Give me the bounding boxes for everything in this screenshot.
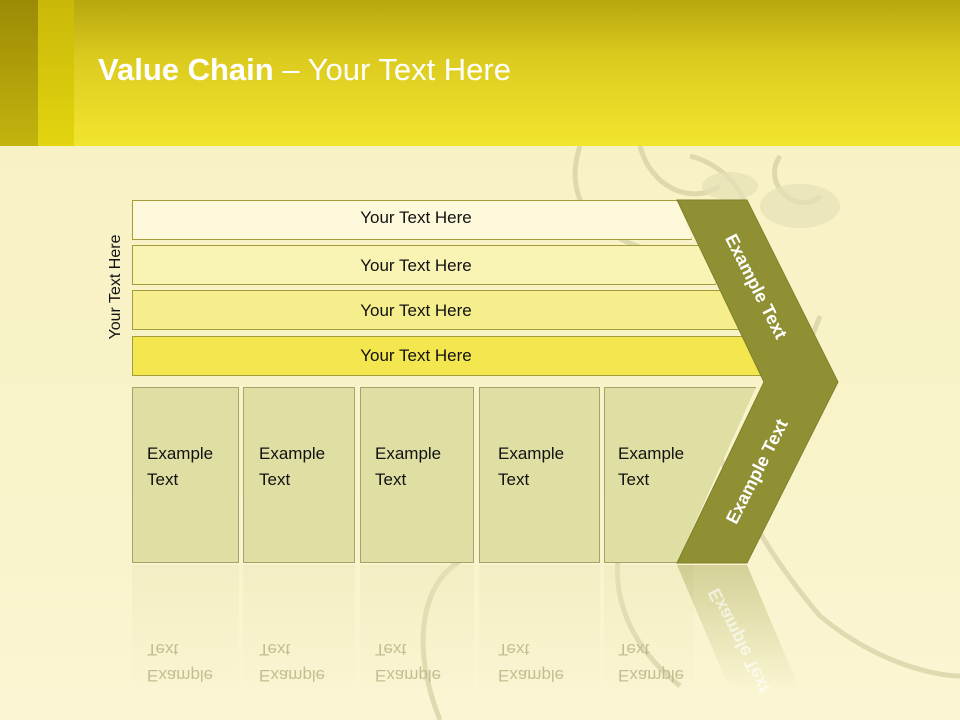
slide-title-rest: – Your Text Here <box>273 52 511 87</box>
value-bar <box>132 200 692 240</box>
activity-box-label-line: Example <box>147 444 214 463</box>
chevron-reflection <box>677 565 800 690</box>
activity-box-label-line: Example <box>375 444 442 463</box>
activity-box-reflection <box>132 565 239 695</box>
activity-box <box>132 387 239 563</box>
activity-box-label-line: Text <box>498 470 530 489</box>
activity-box-label-line: Text <box>375 470 407 489</box>
activity-box-label-line: Example <box>259 444 326 463</box>
activity-box-reflection <box>243 565 355 695</box>
activity-box-label-line: Example <box>498 444 565 463</box>
activity-box-reflection <box>604 565 694 695</box>
activity-box <box>360 387 474 563</box>
title-bar: Value Chain – Your Text Here <box>0 0 960 146</box>
slide-title-bold: Value Chain <box>98 52 274 87</box>
value-bar <box>132 290 739 330</box>
activity-box-reflection <box>360 565 474 695</box>
activity-box-label-line: Text <box>259 470 291 489</box>
activity-box-reflection <box>479 565 600 695</box>
value-bar <box>132 245 716 285</box>
value-bar-label: Your Text Here <box>360 346 472 365</box>
slide-title: Value Chain – Your Text Here <box>98 52 511 88</box>
activity-box-label-line: Text <box>147 470 179 489</box>
chevron-shape <box>676 199 839 564</box>
value-bar <box>132 336 763 376</box>
value-bar-label: Your Text Here <box>360 301 472 320</box>
activity-box-label-line: Example <box>618 444 685 463</box>
activity-box <box>479 387 600 563</box>
activity-box <box>243 387 355 563</box>
value-bar-label: Your Text Here <box>360 208 472 227</box>
title-accent-stripe <box>38 0 74 146</box>
activity-box-label-line: Text <box>618 470 650 489</box>
value-bar-label: Your Text Here <box>360 256 472 275</box>
title-accent-stripe <box>0 0 38 146</box>
